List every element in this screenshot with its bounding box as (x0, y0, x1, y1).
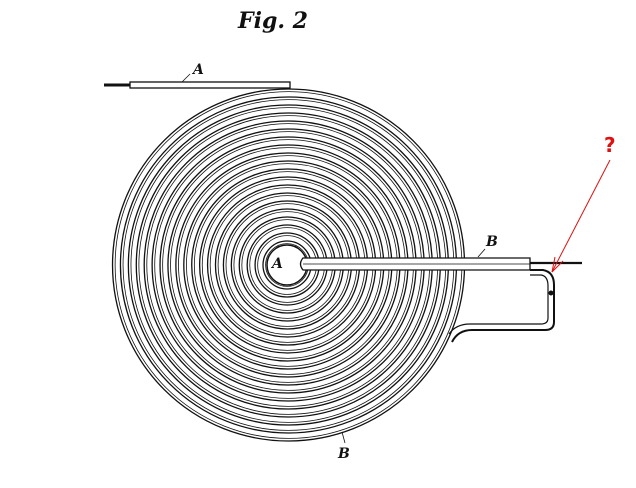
label-a-outer: A (191, 62, 204, 78)
label-b-lead: B (485, 234, 498, 250)
lead-a (104, 73, 291, 89)
label-b-bottom: B (337, 446, 350, 462)
figure-title: Fig. 2 (237, 8, 308, 34)
annotation-question-mark: ? (604, 133, 616, 157)
lead-b (299, 248, 582, 343)
leader-b-bottom (341, 431, 346, 444)
annotation-arrow (551, 159, 611, 273)
label-a-center: A (270, 256, 283, 272)
